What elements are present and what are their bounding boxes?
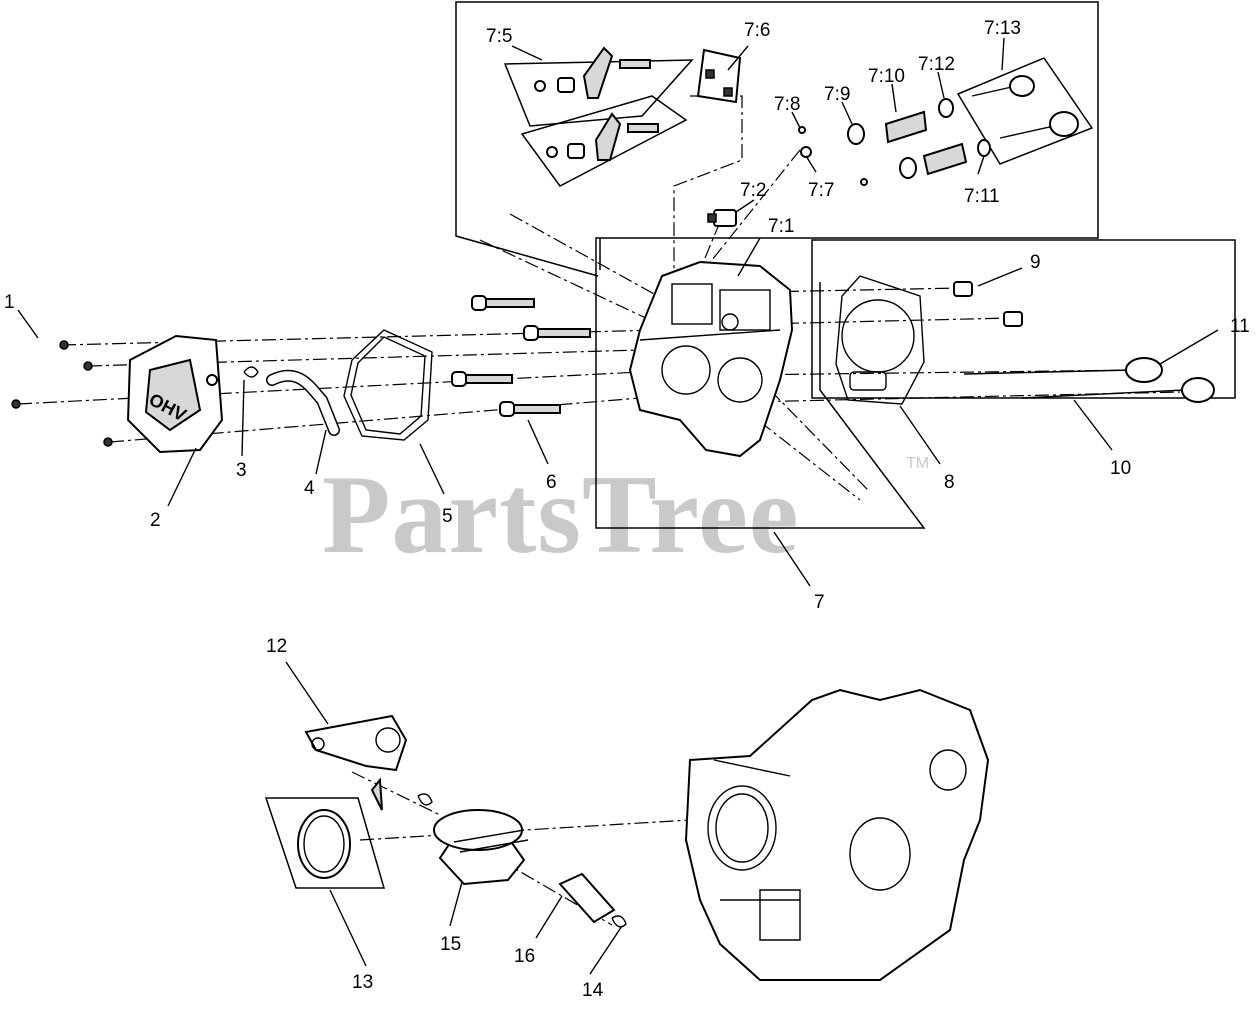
label-7-12: 7:12 — [918, 54, 955, 75]
dash-line — [17, 371, 641, 405]
label-7-13: 7:13 — [984, 18, 1021, 39]
clip-icon — [243, 366, 259, 378]
label-7-8: 7:8 — [774, 94, 800, 115]
label-5: 5 — [442, 506, 453, 527]
dash-line — [759, 317, 1011, 325]
valves — [963, 357, 1215, 403]
label-3: 3 — [236, 460, 247, 481]
label-15: 15 — [440, 934, 461, 955]
label-13: 13 — [352, 972, 373, 993]
circlip-icon — [611, 915, 627, 928]
dash-line — [359, 819, 691, 841]
circlip-icon — [417, 793, 433, 806]
label-10: 10 — [1110, 458, 1131, 479]
piston — [433, 809, 529, 886]
rocker-cover: OHV — [126, 334, 224, 454]
dowel-pin — [953, 281, 973, 297]
label-14: 14 — [582, 980, 604, 1001]
watermark: PartsTree — [322, 453, 800, 577]
screw-icon — [11, 340, 113, 447]
dash-line — [769, 389, 869, 491]
dash-line — [87, 349, 641, 367]
label-7-1: 7:1 — [768, 216, 794, 237]
box-7 — [455, 1, 1099, 529]
dowel-pin — [1003, 311, 1023, 327]
label-7-7: 7:7 — [808, 180, 834, 201]
label-7-11: 7:11 — [964, 186, 1000, 207]
label-12: 12 — [266, 636, 287, 657]
dash-line — [509, 213, 666, 301]
label-11: 11 — [1230, 316, 1250, 337]
piston-rings — [297, 809, 351, 879]
label-1: 1 — [4, 292, 15, 313]
connecting-rod — [304, 714, 408, 811]
label-7-2: 7:2 — [740, 180, 766, 201]
label-9: 9 — [1030, 252, 1041, 273]
valve-train — [798, 75, 1079, 186]
label-2: 2 — [150, 510, 161, 531]
guide-plate — [696, 48, 742, 104]
label-16: 16 — [514, 946, 535, 967]
head-gasket — [835, 275, 925, 405]
engine-block — [684, 688, 990, 981]
label-7-6: 7:6 — [744, 20, 770, 41]
label-7-5: 7:5 — [486, 26, 512, 47]
spark-plug-fitting — [707, 209, 737, 227]
box-8 — [811, 239, 1236, 399]
dash-line — [479, 239, 651, 321]
wrist-pin — [558, 872, 616, 924]
fitting — [206, 374, 218, 386]
label-7-10: 7:10 — [868, 66, 905, 87]
callout-labels: 1 2 3 4 5 6 7 8 9 10 11 12 13 14 15 16 7… — [4, 18, 1250, 1001]
rocker-arms — [534, 46, 659, 161]
cover-gasket — [343, 329, 433, 441]
label-8: 8 — [944, 472, 955, 493]
cylinder-head — [628, 260, 794, 458]
label-7: 7 — [814, 592, 825, 613]
label-4: 4 — [304, 478, 315, 499]
label-6: 6 — [546, 472, 557, 493]
box-13 — [264, 797, 385, 889]
label-7-9: 7:9 — [824, 84, 850, 105]
box-7-5-lower — [520, 95, 688, 187]
head-bolts — [451, 295, 591, 417]
dash-line — [759, 287, 961, 293]
dash-line — [351, 771, 441, 816]
leader-lines — [17, 37, 1219, 975]
watermark-tm: TM — [906, 455, 929, 472]
